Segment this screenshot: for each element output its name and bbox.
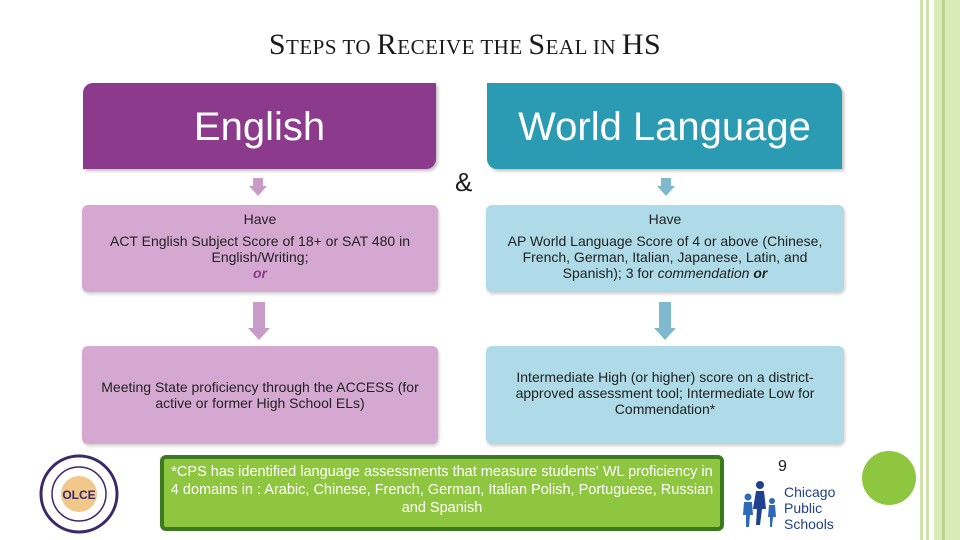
ampersand: & [455, 167, 473, 197]
cps-assessment-note: *CPS has identified language assessments… [160, 455, 724, 531]
english-long-arrow-icon [248, 302, 270, 340]
svg-text:OLCE: OLCE [62, 488, 95, 502]
cps-logo-line2: Public [784, 500, 822, 516]
world-language-requirement-box-1: Have AP World Language Score of 4 or abo… [486, 205, 844, 292]
english-requirement-box-2: Meeting State proficiency through the AC… [82, 346, 438, 444]
chicago-public-schools-logo: Chicago Public Schools [743, 481, 836, 532]
decorative-side-bars [920, 0, 960, 540]
world-language-requirement-box-2: Intermediate High (or higher) score on a… [486, 346, 844, 444]
english-down-arrow-icon [249, 178, 267, 196]
cps-logo-line1: Chicago [784, 484, 836, 500]
green-circle-decoration [862, 451, 916, 505]
english-header-label: English [193, 105, 326, 149]
page-title: STEPS TO RECEIVE THE SEAL IN HS [268, 28, 662, 61]
page-number: 9 [778, 458, 787, 475]
world-long-arrow-icon [654, 302, 676, 340]
world-down-arrow-icon [657, 178, 675, 196]
world-language-header: World Language [487, 83, 842, 169]
english-requirement-box-1: Have ACT English Subject Score of 18+ or… [82, 205, 438, 292]
english-header: English [83, 83, 436, 169]
olce-seal-logo: OLCE [39, 454, 119, 534]
world-language-header-label: World Language [518, 105, 811, 149]
cps-logo-line3: Schools [784, 516, 834, 532]
